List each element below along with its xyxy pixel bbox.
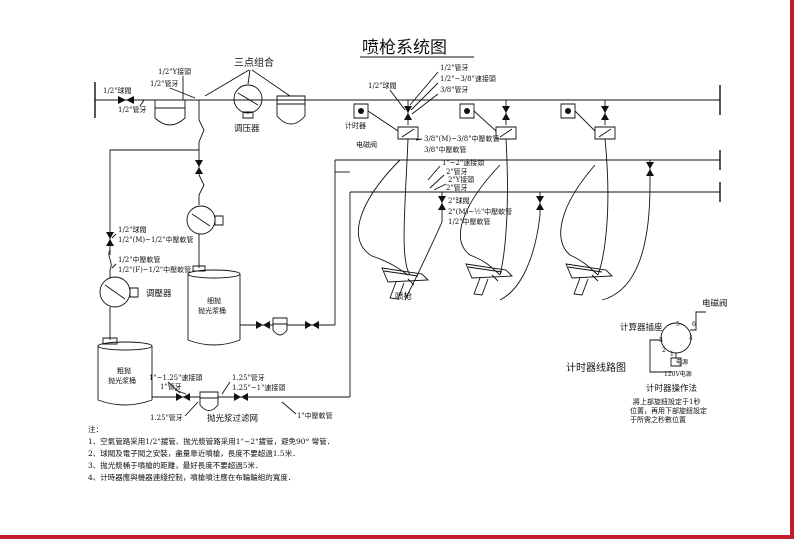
station-2 (460, 100, 516, 139)
note-4: 4、计時器應與機器連綫控制，噴槍噴注應在布輪輪組的寬度． (88, 472, 295, 482)
label-solenoid-r: 电磁阀 (702, 298, 728, 309)
dial-3: 3 (659, 337, 663, 344)
note-3: 3、抛光漿桶于噴槍的距離，最好長度不要超過5米． (88, 460, 263, 470)
label-pipe-2b: 2"管牙 (446, 183, 468, 192)
label-pipe-1: 1"管牙 (160, 382, 182, 391)
spray-gun-1 (382, 268, 428, 299)
air-filter-bowl (155, 100, 185, 125)
label-pipe-125-top: 1.25"管牙 (232, 373, 265, 382)
red-border-right (790, 0, 794, 539)
dial-2: 2 (662, 347, 666, 354)
op-text-3: 于所需之秒數位置 (630, 415, 686, 424)
label-hose-left2: 1/2"中壓軟管 (118, 255, 161, 264)
op-text-1: 將上部旋鈕設定于1秒 (633, 397, 700, 406)
slurry-regulator (100, 277, 138, 307)
dial-5: 5 (676, 321, 680, 328)
label-pipe-125-bot: 1.25"管牙 (150, 413, 183, 422)
dial-4: 4 (689, 335, 693, 342)
lubricator-bowl (277, 96, 305, 124)
note-1: 1、空氣管路采用1/2"鍍管、抛光漿管路采用1"~2"鍍管，避免90° 彎管． (88, 436, 334, 446)
spray-gun-2 (466, 264, 512, 295)
label-timer-socket: 计算器插座 (620, 322, 663, 333)
label-regulator-left: 调壓器 (146, 289, 172, 299)
label-y-joint: 1/2"Y接頭 (158, 67, 191, 76)
label-gun: 喷枪 (395, 291, 413, 302)
station-1 (354, 100, 418, 139)
label-coarse-bucket-1: 粗抛 (117, 366, 131, 375)
label-filter: 抛光浆过滤网 (207, 413, 258, 424)
label-fine-bucket-2: 抛光浆桶 (198, 306, 226, 315)
label-y-2: 2"Y接頭 (448, 175, 474, 184)
dial-1: 1 (670, 351, 674, 358)
label-pipe-top: 1/2"管牙 (150, 79, 179, 88)
red-border-bottom (0, 535, 794, 539)
label-coarse-bucket-2: 抛光浆桶 (108, 376, 136, 385)
station-3 (561, 100, 615, 139)
label-pipe-top-left: 1/2"管牙 (118, 105, 147, 114)
label-power-v: 120V电源 (664, 370, 692, 378)
label-joint-125b: 1.25"~1"速接頭 (232, 383, 285, 392)
label-pipe-2a: 2"管牙 (446, 167, 468, 176)
op-text-2: 位置，再用下部旋鈕設定 (630, 406, 707, 415)
label-hose-38b: 3/8"中壓軟管 (424, 145, 467, 154)
slurry-filter (200, 392, 218, 411)
label-hose-12: 1/2"中壓軟管 (448, 217, 491, 226)
air-regulator (234, 85, 262, 118)
label-triple-unit: 三点组合 (234, 56, 274, 69)
label-pipe-r2: 3/8"管牙 (440, 85, 469, 94)
label-regulator-top: 调压器 (234, 124, 260, 134)
label-ball-left: 1/2"球閥 (118, 225, 147, 234)
fine-bucket-regulator (187, 206, 223, 234)
label-ball-2: 2"球閥 (448, 196, 470, 205)
notes-heading: 注： (88, 424, 103, 434)
note-2: 2、球閥及電子閥之安裝，盡量靠近噴槍，長度不要超過1.5米． (88, 448, 300, 458)
label-pipe-r1: 1/2"管牙 (440, 63, 469, 72)
label-hose-1: 1"中壓軟管 (297, 411, 333, 420)
coarse-slurry-bucket (98, 342, 152, 405)
label-hose-38: 3/8"(M)~3/8"中壓軟管 (424, 134, 499, 143)
label-wiring-title: 计时器线路图 (566, 361, 626, 374)
label-hose-left3: 1/2"(F)~1/2"中壓軟管 (118, 265, 191, 274)
inlet-ball-valve (118, 96, 134, 104)
timer-dial (661, 323, 691, 366)
fine-slurry-bucket (188, 270, 240, 345)
label-power: 电源 (676, 358, 688, 366)
label-ball-valve-2: 1/2"球閥 (368, 81, 397, 90)
label-ball-valve-top: 1/2"球閥 (103, 86, 132, 95)
label-meter: 计时器 (345, 121, 366, 130)
label-hose-2-12: 2"(M)~½"中壓軟管 (448, 207, 512, 216)
label-op-title: 计时器操作法 (646, 383, 697, 394)
label-joint-1-2: 1"~2"速接頭 (442, 158, 484, 167)
label-hose-left1: 1/2"(M)~1/2"中壓軟管 (118, 235, 193, 244)
label-solenoid: 电磁阀 (356, 140, 377, 149)
label-joint-r1: 1/2"~3/8"速接頭 (440, 74, 496, 83)
diagram-title: 喷枪系统图 (362, 38, 447, 58)
dial-6: 6 (692, 321, 696, 328)
label-joint-125: 1"~1.25"速接頭 (149, 373, 202, 382)
label-fine-bucket-1: 细抛 (207, 296, 221, 305)
spray-gun-3 (566, 264, 612, 295)
